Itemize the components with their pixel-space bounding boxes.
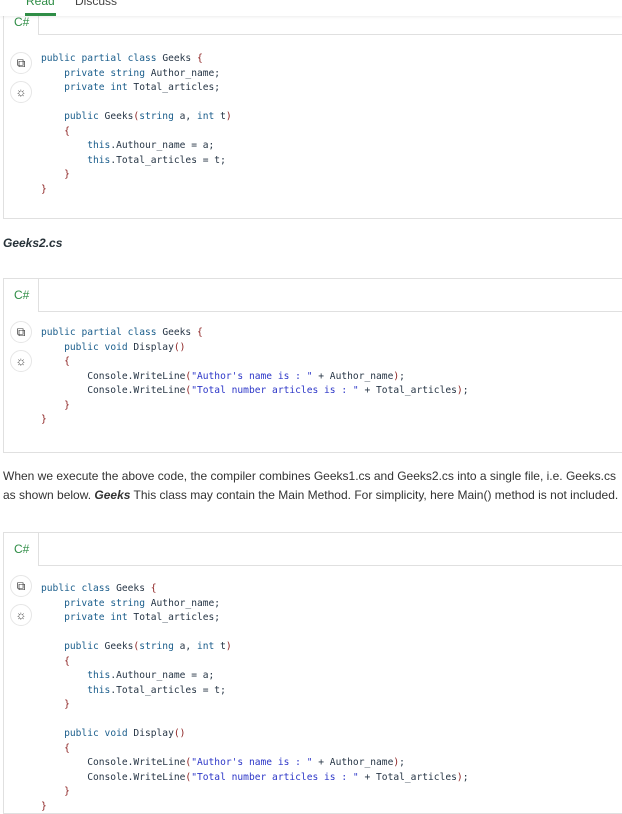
- code-line: }: [64, 786, 70, 797]
- code-line: }: [41, 414, 47, 425]
- code-line: Console.WriteLine("Total number articles…: [41, 385, 469, 396]
- sun-icon[interactable]: ☼: [10, 604, 32, 626]
- code-line: private string Author_name;: [64, 67, 221, 79]
- paragraph-line: This class may contain the Main Method. …: [130, 488, 619, 502]
- code-line: }: [64, 169, 70, 180]
- code-content: public partial class Geeks { public void…: [41, 326, 468, 428]
- code-line: public void Display(): [64, 341, 186, 353]
- tab-read[interactable]: Read: [25, 0, 56, 16]
- code-line: }: [41, 800, 47, 812]
- code-line: public partial class Geeks {: [41, 327, 203, 338]
- code-line: Console.WriteLine("Total number articles…: [41, 771, 469, 783]
- file-label: Geeks2.cs: [3, 236, 63, 250]
- code-line: {: [64, 742, 70, 754]
- code-line: public Geeks(string a, int t): [64, 641, 232, 652]
- code-block-geeks-combined: C# ⧉ ☼ public class Geeks { private stri…: [3, 532, 622, 814]
- code-line: public void Display(): [64, 728, 186, 739]
- sun-icon[interactable]: ☼: [10, 350, 32, 372]
- code-line: [41, 713, 468, 728]
- code-line: {: [64, 356, 70, 367]
- article-tabs: Read Discuss: [0, 0, 622, 16]
- language-tab[interactable]: C#: [4, 279, 39, 312]
- sun-icon[interactable]: ☼: [10, 81, 32, 103]
- code-line: public partial class Geeks {: [41, 53, 203, 64]
- code-block-geeks1: C# ⧉ ☼ public partial class Geeks { priv…: [3, 6, 622, 219]
- code-line: {: [64, 125, 70, 137]
- language-tab[interactable]: C#: [4, 533, 39, 566]
- code-line: Console.WriteLine("Author's name is : " …: [41, 757, 405, 768]
- copy-icon[interactable]: ⧉: [10, 52, 32, 74]
- code-line: }: [64, 399, 70, 411]
- code-line: this.Authour_name = a;: [87, 670, 215, 681]
- code-line: }: [41, 183, 47, 195]
- code-line: }: [64, 699, 70, 710]
- copy-icon[interactable]: ⧉: [10, 321, 32, 343]
- code-line: this.Authour_name = a;: [87, 140, 215, 151]
- code-line: this.Total_articles = t;: [87, 684, 226, 696]
- code-line: public class Geeks {: [41, 583, 157, 594]
- code-line: [41, 626, 468, 641]
- code-line: private int Total_articles;: [64, 82, 221, 93]
- code-content: public partial class Geeks { private str…: [41, 52, 232, 197]
- explanation-paragraph: When we execute the above code, the comp…: [3, 467, 619, 505]
- code-line: public Geeks(string a, int t): [64, 111, 232, 122]
- code-line: {: [64, 655, 70, 667]
- code-block-geeks2: C# ⧉ ☼ public partial class Geeks { publ…: [3, 278, 622, 453]
- class-name-bold: Geeks: [94, 488, 131, 502]
- copy-icon[interactable]: ⧉: [10, 575, 32, 597]
- code-line: private string Author_name;: [64, 597, 221, 609]
- code-line: this.Total_articles = t;: [87, 154, 226, 166]
- tab-discuss[interactable]: Discuss: [75, 0, 118, 8]
- code-line: private int Total_articles;: [64, 612, 221, 623]
- code-line: [41, 96, 232, 111]
- code-content: public class Geeks { private string Auth…: [41, 582, 468, 814]
- paragraph-line: When we execute the above code, the comp…: [3, 469, 616, 502]
- code-line: Console.WriteLine("Author's name is : " …: [41, 370, 405, 382]
